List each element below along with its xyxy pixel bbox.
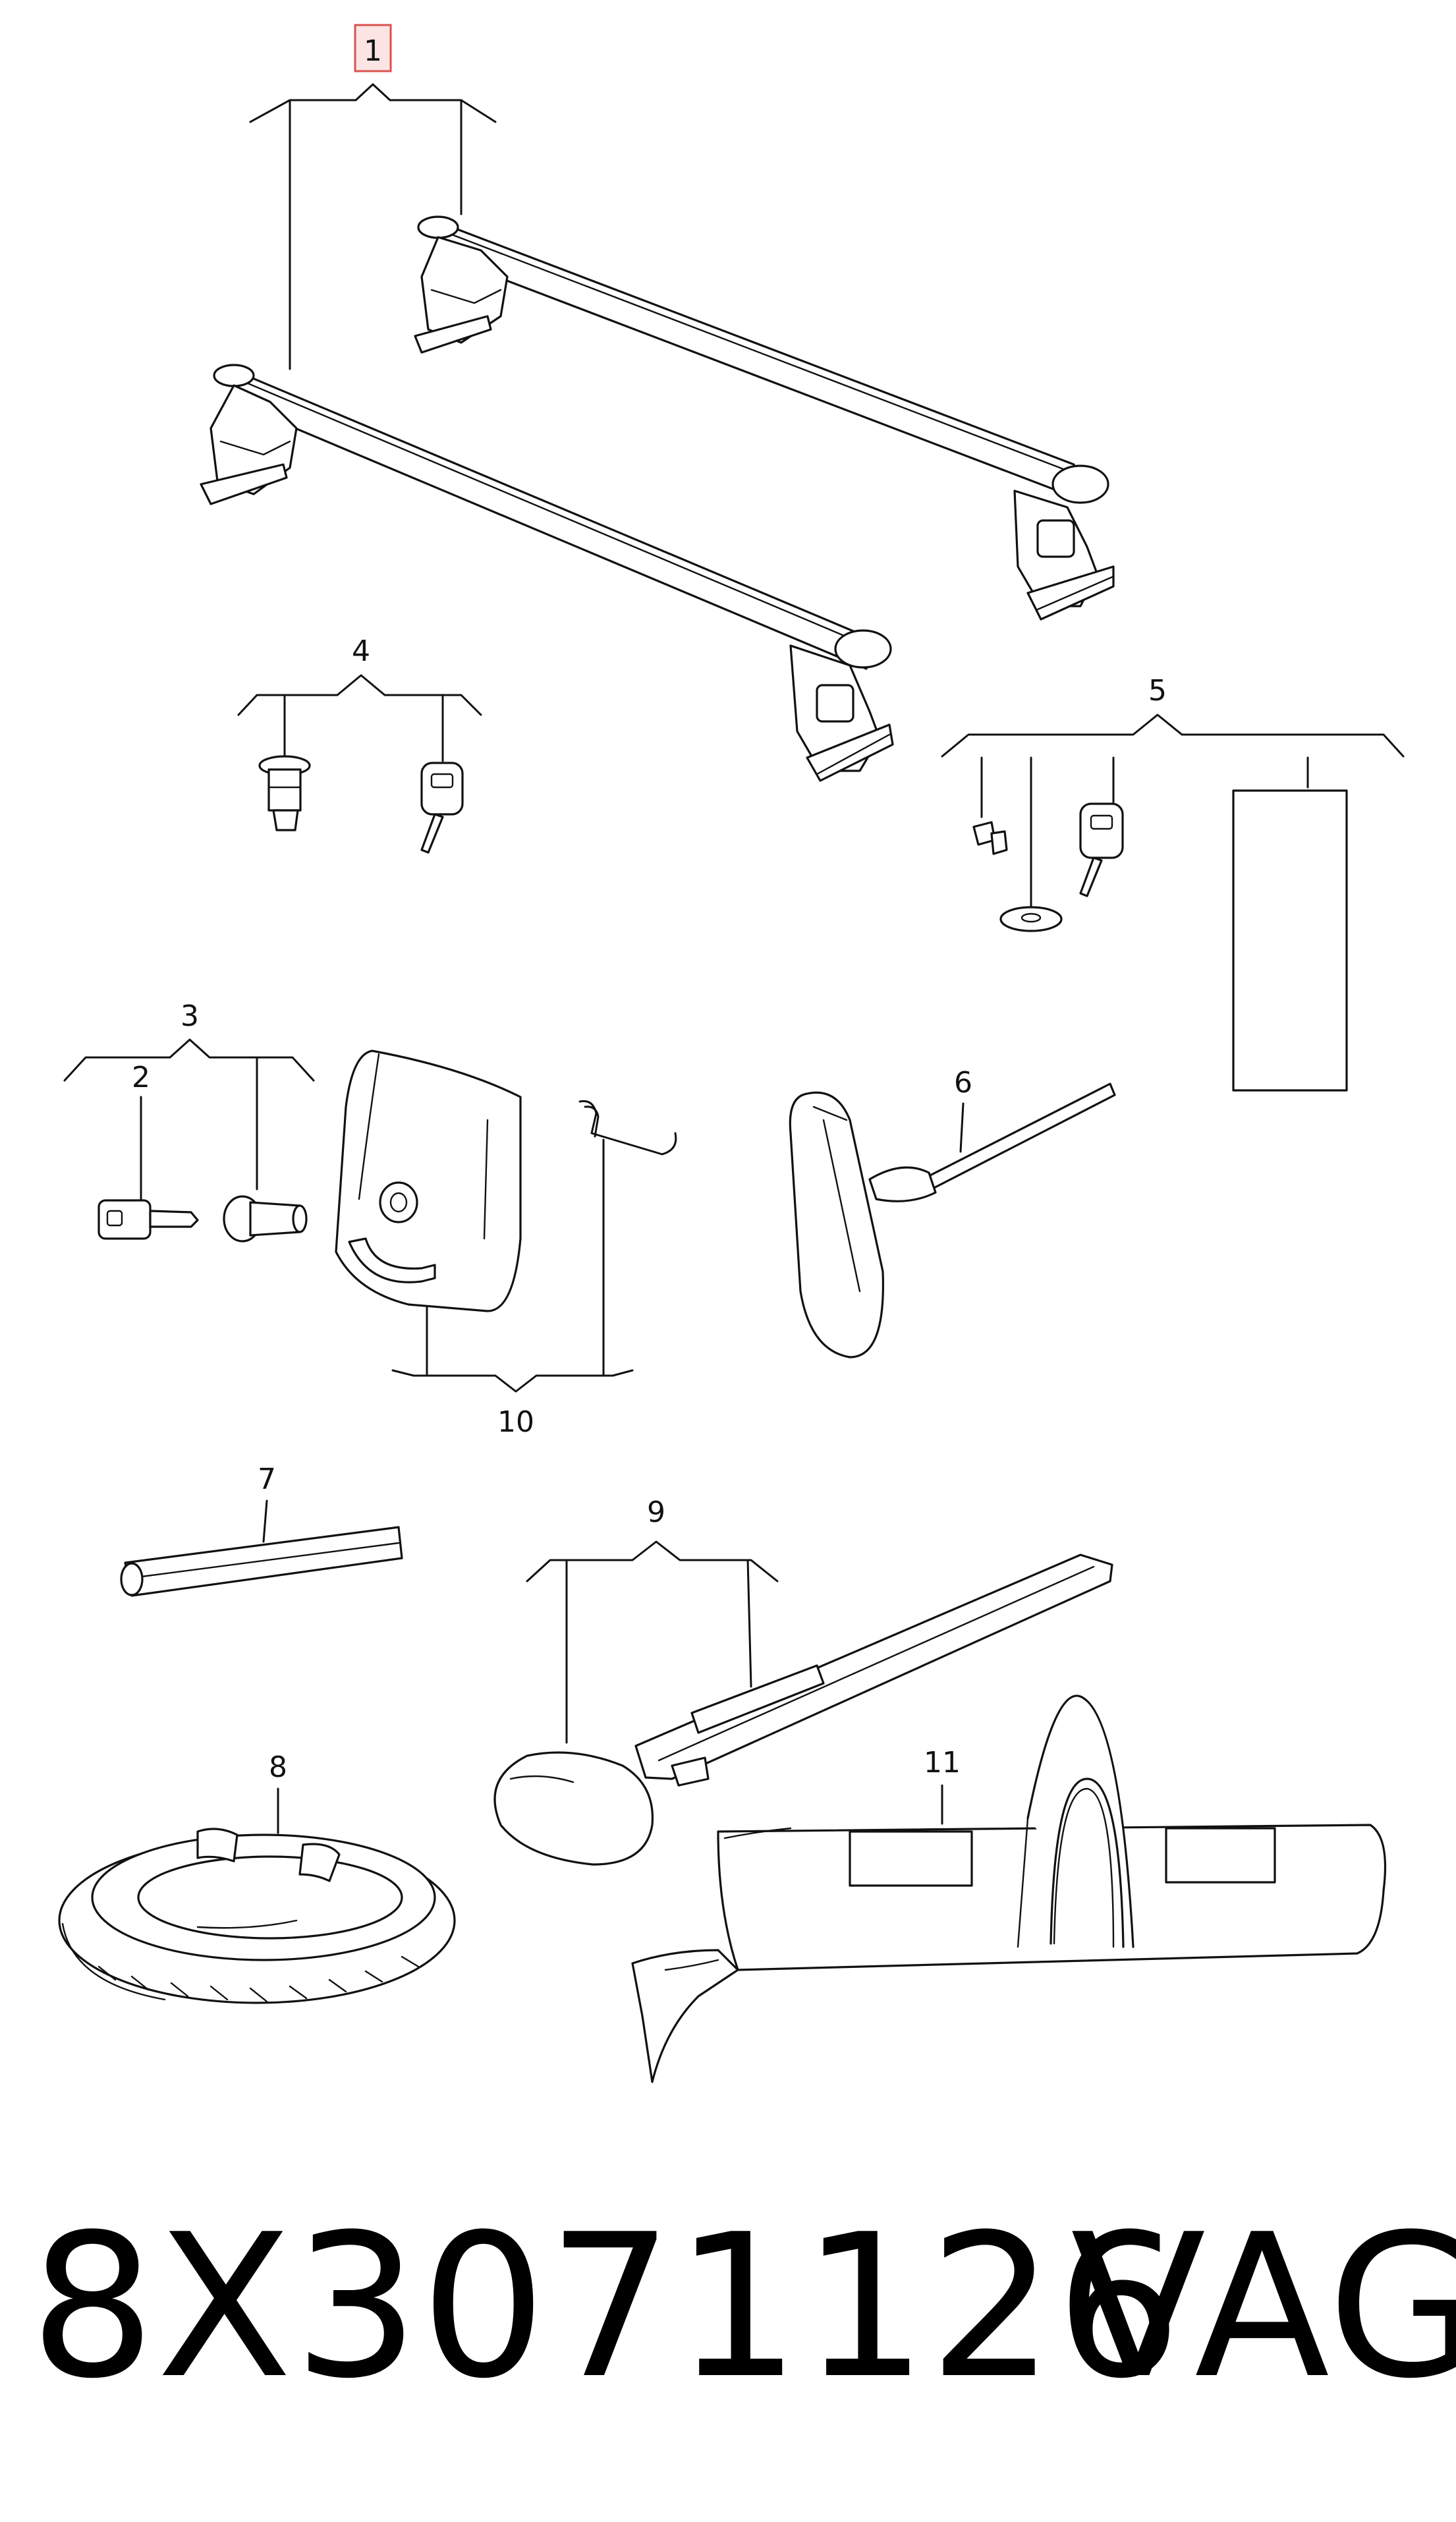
callout-8-label[interactable]: 8 xyxy=(269,1751,287,1784)
callout-2-group: 2 xyxy=(132,1061,150,1202)
callout-9-label[interactable]: 9 xyxy=(647,1496,665,1529)
callout-11-group: 11 xyxy=(924,1746,961,1825)
footer: 8X3071126 VAG xyxy=(30,2192,1456,2422)
callout-9-bracket xyxy=(526,1540,779,1583)
callout-4-group: 4 xyxy=(237,634,482,762)
instruction-sheet-part xyxy=(1232,789,1348,1092)
callout-1-group: 1 xyxy=(249,24,497,370)
lock-barrel-part xyxy=(223,1195,308,1243)
pad-part xyxy=(493,1751,654,1866)
callout-9-group: 9 xyxy=(526,1496,779,1744)
callout-11-label[interactable]: 11 xyxy=(924,1746,961,1779)
callout-5-group: 5 xyxy=(941,674,1405,911)
key-part-4 xyxy=(420,762,464,854)
cover-cap-part xyxy=(335,1050,522,1312)
lock-cylinder-part xyxy=(258,755,311,831)
t-handle-tool-part xyxy=(789,1082,1116,1359)
washer-part xyxy=(999,906,1063,932)
callout-3-group: 3 xyxy=(63,999,315,1191)
callout-6-group: 6 xyxy=(954,1066,972,1153)
callout-7-label[interactable]: 7 xyxy=(258,1463,276,1496)
callout-10-label[interactable]: 10 xyxy=(497,1405,534,1439)
callout-2-label[interactable]: 2 xyxy=(132,1061,150,1094)
callout-4-bracket xyxy=(237,674,482,716)
callout-10-bracket xyxy=(391,1369,634,1393)
callout-7-group: 7 xyxy=(258,1463,276,1543)
brand-name: VAG xyxy=(1071,2192,1456,2422)
callout-4-label[interactable]: 4 xyxy=(352,634,370,668)
callout-1-bracket xyxy=(249,83,497,123)
callout-5-bracket xyxy=(941,714,1405,758)
callout-8-group: 8 xyxy=(269,1751,287,1834)
storage-bag-part xyxy=(631,1695,1387,2083)
callout-5-label[interactable]: 5 xyxy=(1148,674,1167,708)
small-key-part xyxy=(972,821,1008,855)
flat-key-part xyxy=(98,1199,199,1240)
callout-3-label[interactable]: 3 xyxy=(181,999,199,1033)
callout-6-label[interactable]: 6 xyxy=(954,1066,972,1100)
callout-1-highlight[interactable] xyxy=(354,24,392,72)
callout-1-label[interactable]: 1 xyxy=(364,34,382,68)
strap-part xyxy=(634,1554,1113,1787)
roof-bar-rear xyxy=(414,215,1115,621)
roof-bar-front xyxy=(200,364,894,782)
hook-part xyxy=(578,1100,677,1156)
part-number: 8X3071126 xyxy=(30,2192,1183,2422)
rubber-strip-part xyxy=(120,1526,403,1597)
spare-tire-part xyxy=(58,1828,456,2004)
key-part-5 xyxy=(1079,802,1124,897)
callout-10-group: 10 xyxy=(391,1138,634,1439)
callout-3-bracket xyxy=(63,1038,315,1082)
